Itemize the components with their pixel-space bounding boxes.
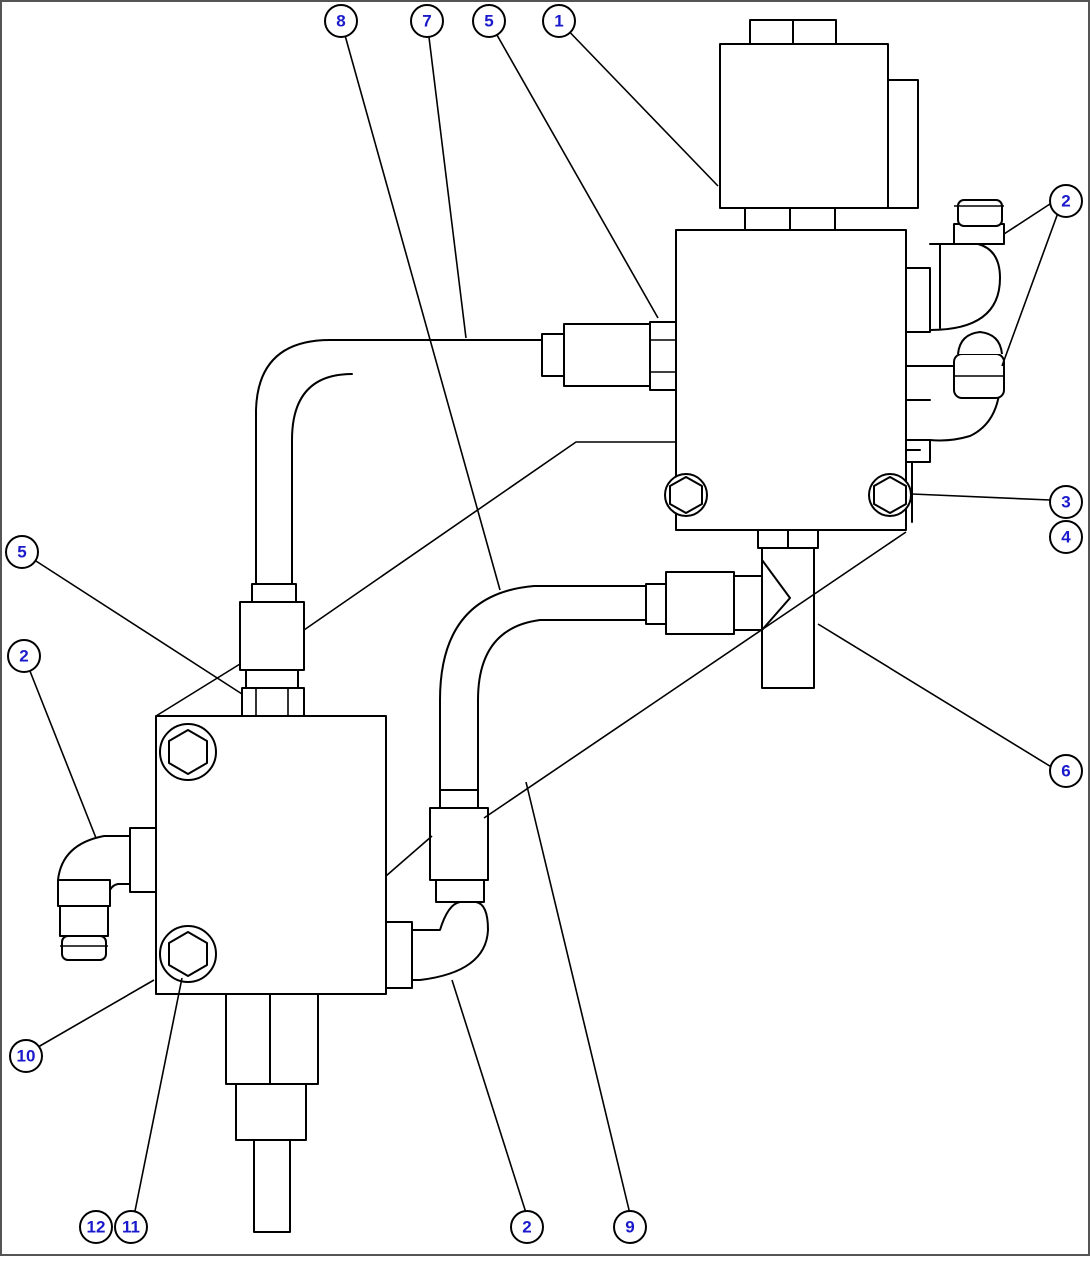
upper-right-cap-fitting [929, 331, 1005, 442]
callout-label: 8 [336, 12, 345, 31]
callout-11: 11 [114, 1210, 148, 1244]
callout-2-bottom: 2 [510, 1210, 544, 1244]
lower-cartridge [225, 993, 319, 1233]
callout-9: 9 [613, 1210, 647, 1244]
callout-10: 10 [9, 1039, 43, 1073]
solenoid-coil [719, 19, 919, 231]
callout-2-lower-left: 2 [7, 639, 41, 673]
lower-block-bolt-bottom [159, 925, 217, 983]
callout-label: 3 [1061, 493, 1070, 512]
callout-label: 10 [17, 1047, 36, 1066]
callout-label: 6 [1061, 762, 1070, 781]
callout-7: 7 [410, 4, 444, 38]
callout-label: 2 [19, 647, 28, 666]
upper-block-left-fitting [541, 321, 677, 391]
callout-label: 5 [484, 12, 493, 31]
callout-label: 11 [122, 1218, 140, 1237]
callout-1: 1 [542, 4, 576, 38]
upper-block-outlet-tee [645, 529, 819, 689]
callout-label: 1 [554, 12, 563, 31]
callout-label: 12 [87, 1218, 106, 1237]
callout-label: 5 [17, 543, 26, 562]
callout-label: 2 [1061, 192, 1070, 211]
mounting-bracket-lines [155, 441, 907, 877]
callout-5-top: 5 [472, 4, 506, 38]
callout-label: 7 [422, 12, 431, 31]
callout-12: 12 [79, 1210, 113, 1244]
callout-8: 8 [324, 4, 358, 38]
callout-2-upper-right: 2 [1049, 184, 1083, 218]
upper-block-bolt-right [868, 473, 912, 517]
lower-left-elbow-fitting [57, 835, 131, 961]
callout-label: 9 [625, 1218, 634, 1237]
callout-label: 4 [1061, 528, 1071, 547]
callout-6: 6 [1049, 754, 1083, 788]
callout-4: 4 [1049, 520, 1083, 554]
leader-lines [21, 20, 1060, 1217]
callout-3: 3 [1049, 485, 1083, 519]
upper-right-elbow-fitting [929, 199, 1005, 331]
callout-label: 2 [522, 1218, 531, 1237]
lower-block-bolt-top [159, 723, 217, 781]
callout-5-left: 5 [5, 535, 39, 569]
upper-block-bolt-left [664, 473, 708, 517]
lower-right-elbow [411, 901, 489, 981]
tube-upper-to-lower-left [239, 339, 543, 717]
tube-tee-to-lower-right [429, 585, 647, 903]
